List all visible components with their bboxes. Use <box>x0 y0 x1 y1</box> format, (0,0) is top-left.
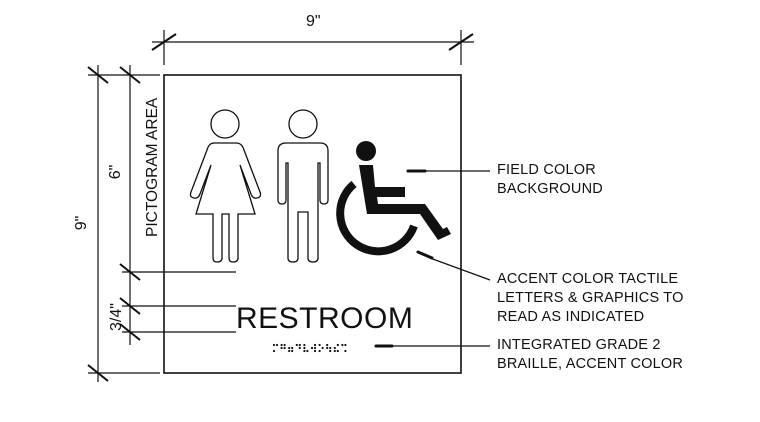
woman-icon <box>189 109 262 263</box>
pictogram-area-label: PICTOGRAM AREA <box>144 97 161 237</box>
sign-text-restroom: RESTROOM <box>236 302 414 335</box>
width-dimension-label: 9" <box>306 13 321 30</box>
sign-border <box>163 74 462 374</box>
leader-accent-color <box>429 257 491 281</box>
text-gap-label: 3/4" <box>108 303 125 331</box>
man-icon <box>277 109 329 263</box>
pictogram-height-label: 6" <box>107 164 124 180</box>
callout-braille: INTEGRATED GRADE 2 BRAILLE, ACCENT COLOR <box>497 337 684 372</box>
callout-field-color: FIELD COLOR BACKGROUND <box>497 162 603 197</box>
callout-accent-color: ACCENT COLOR TACTILE LETTERS & GRAPHICS … <box>497 271 684 325</box>
height-dimension-label: 9" <box>73 215 90 231</box>
wheelchair-accessible-icon <box>356 141 451 240</box>
braille-dots <box>272 343 347 353</box>
